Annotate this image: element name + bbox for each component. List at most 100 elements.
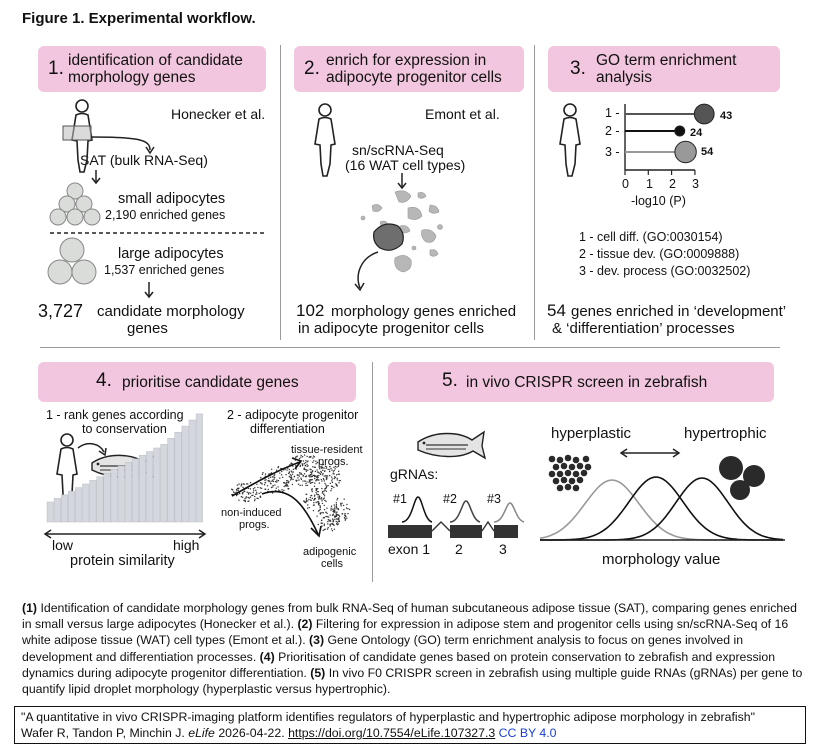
scatter-point <box>343 498 345 500</box>
scatter-point <box>320 519 323 522</box>
scatter-point <box>321 491 324 493</box>
figure-caption: (1) Identification of candidate morpholo… <box>22 600 807 697</box>
scatter-point <box>340 502 342 505</box>
caption-p4: Prioritisation of candidate genes based … <box>22 649 776 680</box>
conservation-bar <box>117 465 125 523</box>
scatter-point <box>306 465 308 467</box>
panel4-arrow-left <box>43 529 52 539</box>
scatter-point <box>283 485 285 488</box>
scatter-point <box>320 498 322 500</box>
citation-doi-link[interactable]: https://doi.org/10.7554/eLife.107327.3 <box>288 726 496 740</box>
go-dot-3 <box>674 140 697 164</box>
go-legend-2: 2 - tissue dev. (GO:0009888) <box>579 247 740 261</box>
panel4-header: 4. prioritise candidate genes <box>38 362 356 402</box>
scatter-point <box>254 495 256 498</box>
scatter-point <box>304 500 306 502</box>
scatter-point <box>320 497 323 499</box>
caption-p5: In vivo F0 CRISPR screen in zebrafish us… <box>22 665 803 697</box>
scatter-point <box>311 478 313 481</box>
scatter-point <box>321 480 323 482</box>
scatter-point <box>336 477 338 480</box>
scatter-point <box>329 482 331 485</box>
exon-3-label: 3 <box>499 541 507 557</box>
scatter-point <box>323 467 325 469</box>
small-droplet <box>560 476 568 484</box>
panel3-human-icon <box>559 103 581 177</box>
scatter-point <box>264 473 267 475</box>
panel4-axis-high: high <box>173 537 200 553</box>
small-droplet <box>568 463 576 471</box>
scatter-point <box>310 476 312 478</box>
scatter-point <box>271 476 274 478</box>
scatter-point <box>242 496 244 499</box>
go-dot-1 <box>693 103 715 125</box>
scatter-point <box>245 497 247 499</box>
scatter-point <box>305 500 308 503</box>
small-droplet <box>572 484 580 492</box>
scatter-point <box>327 484 329 487</box>
scatter-point <box>305 470 308 473</box>
small-droplet <box>572 470 580 478</box>
small-droplet <box>580 469 588 477</box>
scatter-point <box>325 490 328 492</box>
conservation-bar <box>139 454 147 523</box>
scatter-point <box>332 473 334 475</box>
scatter-point <box>304 462 307 464</box>
scatter-point <box>308 475 310 477</box>
go-row-label-3: 3 - <box>605 145 620 159</box>
scatter-point <box>322 478 325 480</box>
scatter-point <box>316 479 319 481</box>
scatter-point <box>316 501 319 503</box>
go-value-3: 54 <box>701 146 714 158</box>
scatter-point <box>325 487 328 489</box>
scatter-point <box>285 484 287 486</box>
panel4-axis-low: low <box>52 537 74 553</box>
scatter-point <box>347 512 349 515</box>
citation-license-link[interactable]: CC BY 4.0 <box>495 726 557 740</box>
scatter-point <box>277 479 280 482</box>
scatter-point <box>314 477 316 480</box>
scatter-point <box>312 466 314 468</box>
citation-date: 2026-04-22. <box>214 726 289 740</box>
scatter-point <box>334 476 337 479</box>
scatter-point <box>263 484 266 486</box>
scatter-point <box>295 456 297 459</box>
scatter-point <box>290 476 293 479</box>
scatter-point <box>348 508 351 511</box>
scatter-point <box>313 485 316 488</box>
scatter-point <box>321 522 323 524</box>
caption-p5-num: (5) <box>310 665 326 680</box>
scatter-point <box>288 475 291 478</box>
conservation-bar <box>89 480 97 523</box>
conservation-bar <box>60 494 68 523</box>
scatter-point <box>338 482 340 484</box>
scatter-point <box>285 473 287 476</box>
panel1-human-icon <box>71 99 93 173</box>
scatter-point <box>292 471 294 473</box>
scatter-point <box>323 475 325 477</box>
panel4-sub2-line1: 2 - adipocyte progenitor <box>227 408 359 422</box>
scatter-point <box>323 490 325 492</box>
scatter-point <box>244 499 246 502</box>
scatter-point <box>318 472 320 474</box>
small-droplet <box>564 469 572 477</box>
scatter-point <box>312 455 315 457</box>
scatter-point <box>274 474 276 476</box>
scatter-point <box>309 476 311 478</box>
scatter-point <box>319 508 322 511</box>
scatter-point <box>313 502 315 504</box>
scatter-point <box>307 507 309 509</box>
scatter-point <box>322 472 324 475</box>
scatter-point <box>333 477 336 480</box>
scatter-point <box>312 461 314 464</box>
scatter-point <box>257 497 259 500</box>
conservation-bar <box>110 469 118 523</box>
caption-p2-num: (2) <box>297 617 313 632</box>
scatter-point <box>331 514 334 516</box>
go-dot-2 <box>674 125 686 137</box>
scatter-point <box>317 523 320 526</box>
scatter-point <box>312 509 315 512</box>
scatter-point <box>301 456 304 458</box>
